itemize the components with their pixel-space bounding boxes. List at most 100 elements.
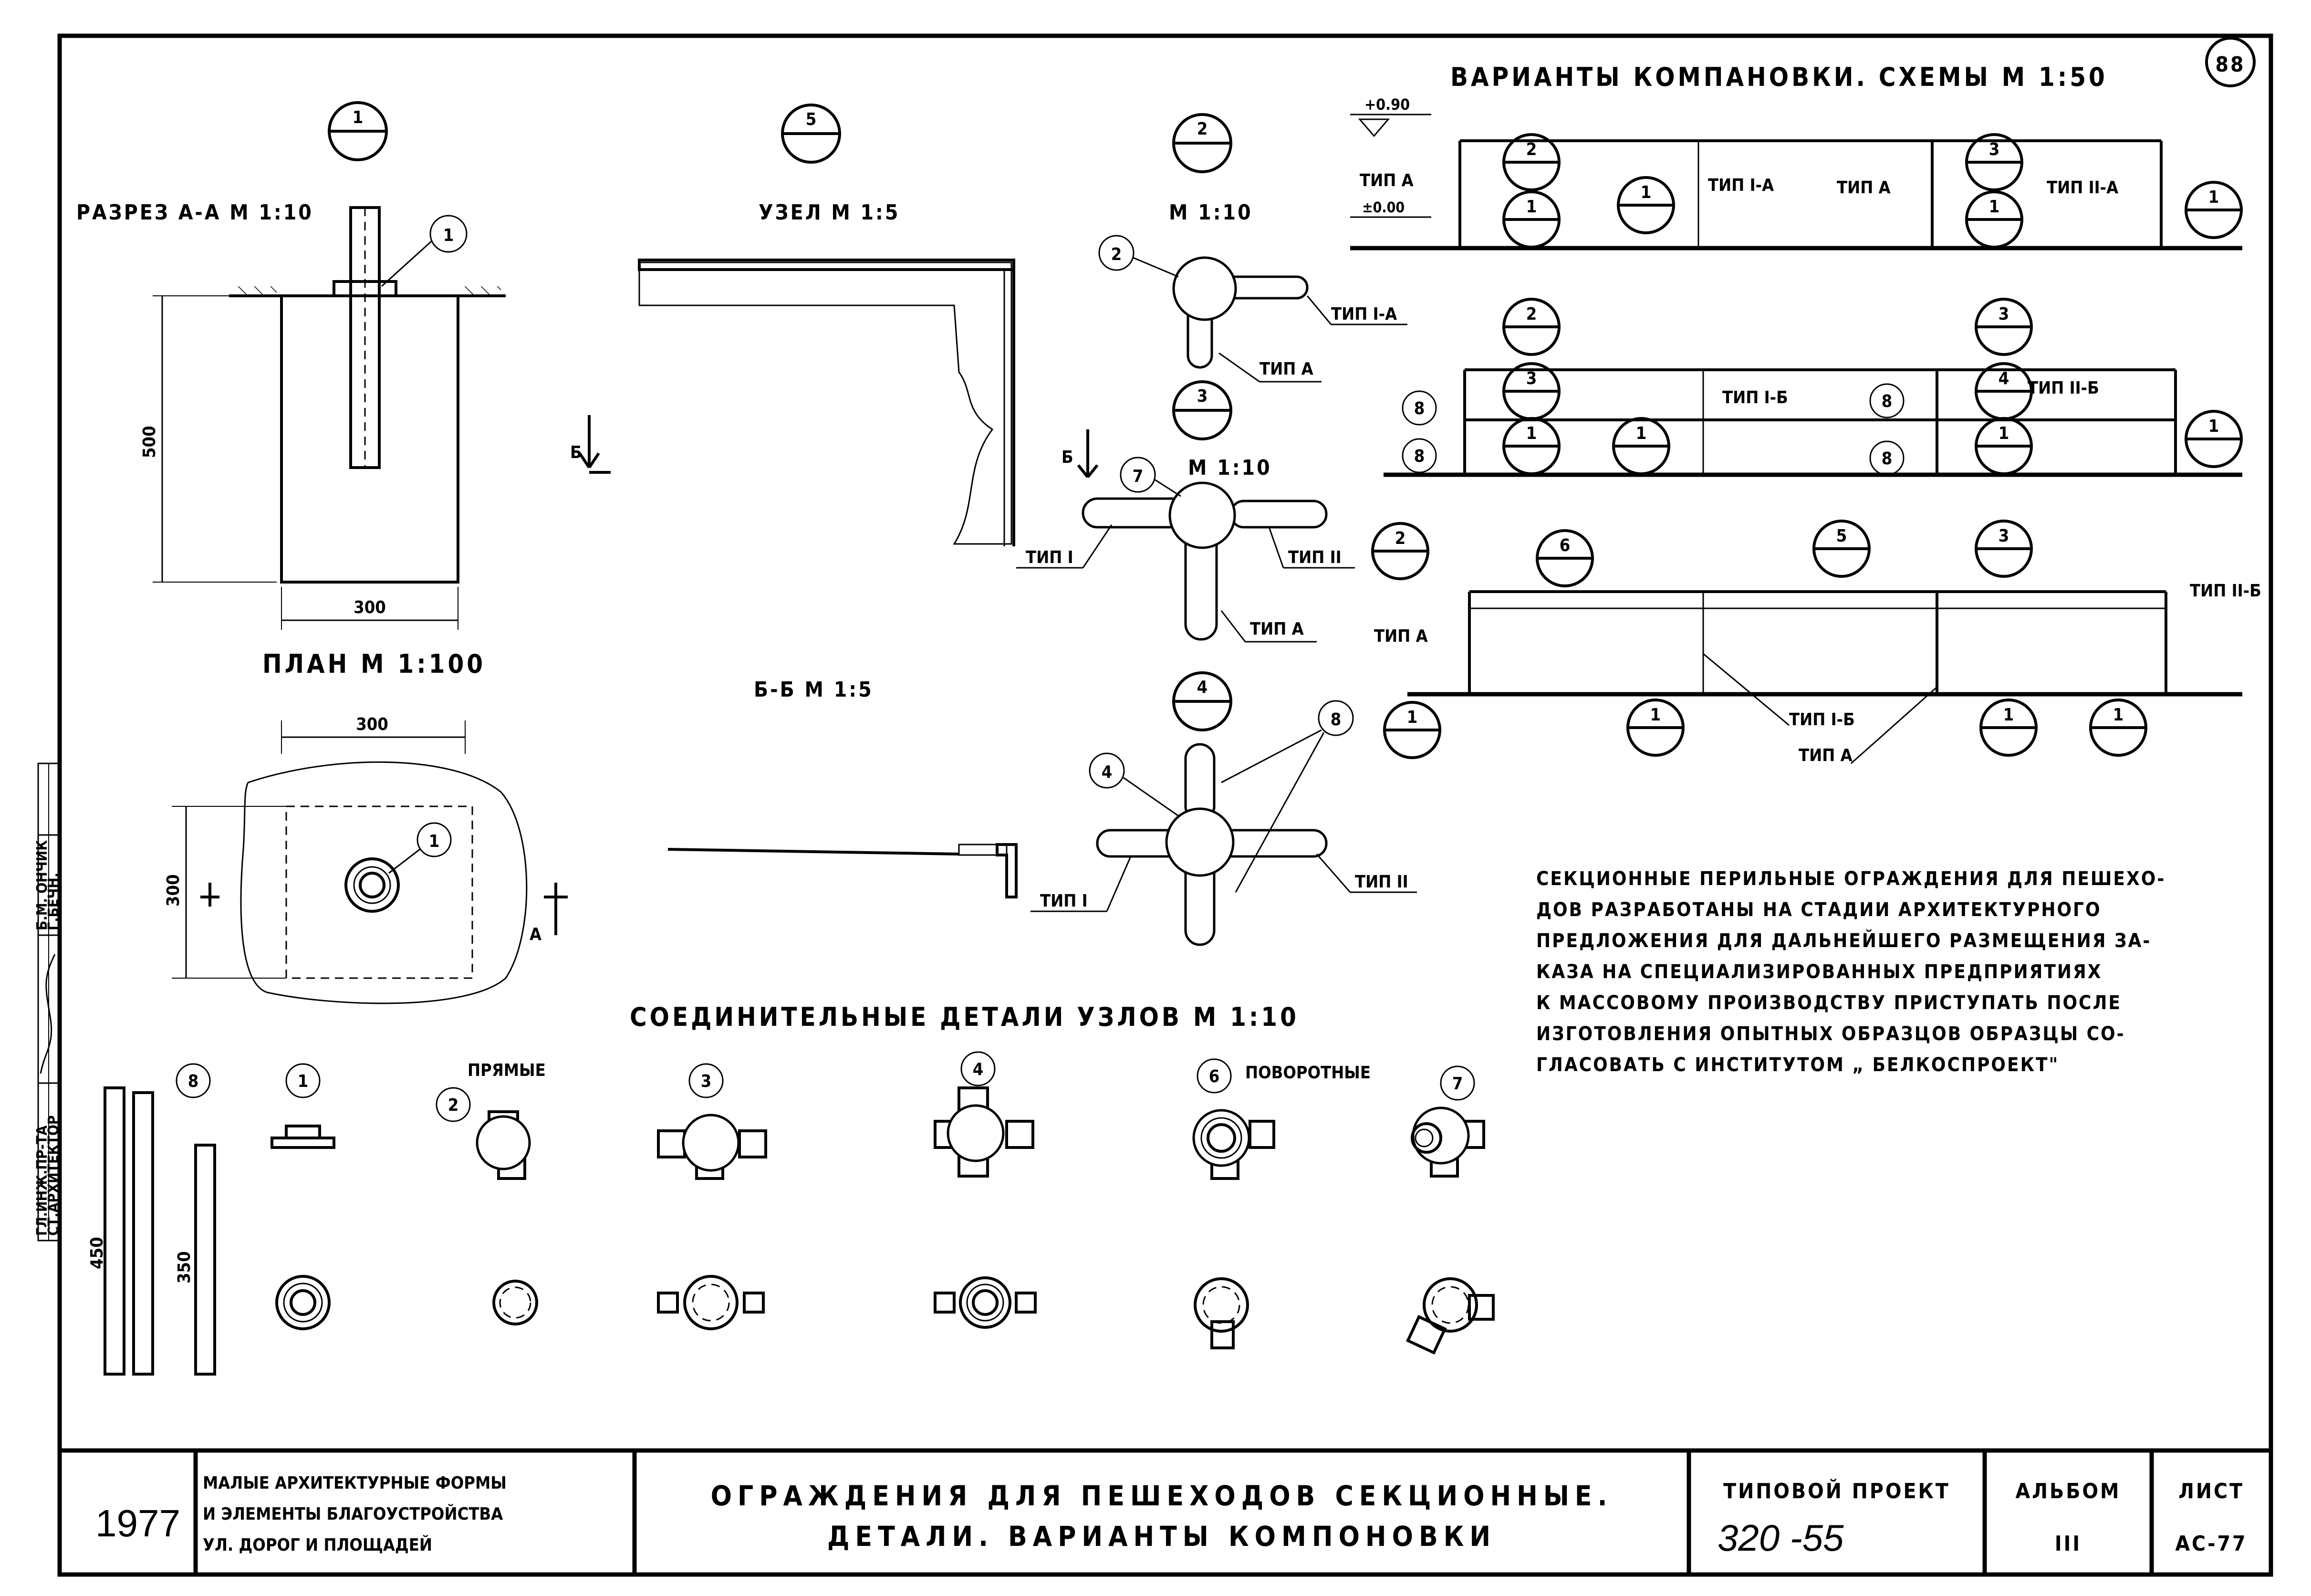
note-line-6: ИЗГОТОВЛЕНИЯ ОПЫТНЫХ ОБРАЗЦОВ ОБРАЗЦЫ СО… [1536,1023,2125,1045]
row2-callout-11: 1 [1999,424,2009,443]
plan-callout: 1 [429,832,440,851]
section-b-b-title: Б-Б М 1:5 [754,678,874,702]
sheet-number: 88 [2215,52,2245,77]
series-line-2: И ЭЛЕМЕНТЫ БЛАГОУСТРОЙСТВА [203,1504,503,1524]
album-label: АЛЬБОМ [2016,1479,2121,1503]
row2-callout-12: 1 [2208,417,2219,436]
row2-callout-9: 8 [1882,392,1893,411]
signature-mark [40,954,56,1074]
level-zero: ±0.00 [1362,199,1405,216]
row3-label-3: ТИП А [1799,746,1853,765]
plan-dim-width: 300 [356,715,388,734]
row2-callout-7: 3 [1999,304,2009,324]
project-label: ТИПОВОЙ ПРОЕКТ [1723,1478,1950,1503]
row2-label-2: ТИП II-Б [2028,378,2099,398]
row2-callout-6: 1 [1636,424,1647,443]
dim-short: 350 [175,1251,194,1283]
dim-width: 300 [354,598,386,617]
connector-callout-6: 6 [1209,1067,1220,1086]
row3-callout-6: 1 [1650,705,1661,725]
scheme-row-3: 2 6 5 3 ТИП II-Б ТИП А ТИП I-Б ТИП А 1 1… [1371,520,2261,765]
node-3-label-left: ТИП I [1026,548,1073,567]
row1-callout-6: 1 [2208,188,2219,207]
schemes: ВАРИАНТЫ КОМПАНОВКИ. СХЕМЫ М 1:50 +0.90 … [1350,62,2261,765]
row2-label-1: ТИП I-Б [1722,388,1788,407]
title-block: 1977 МАЛЫЕ АРХИТЕКТУРНЫЕ ФОРМЫ И ЭЛЕМЕНТ… [95,1473,2247,1559]
connector-callout-7: 7 [1452,1074,1463,1094]
drawing-title-2: ДЕТАЛИ. ВАРИАНТЫ КОМПОНОВКИ [827,1520,1496,1553]
row3-label-1: ТИП II-Б [2190,581,2261,601]
note-line-2: ДОВ РАЗРАБОТАНЫ НА СТАДИИ АРХИТЕКТУРНОГО [1536,899,2102,921]
note-block: СЕКЦИОННЫЕ ПЕРИЛЬНЫЕ ОГРАЖДЕНИЯ ДЛЯ ПЕШЕ… [1536,868,2165,1076]
node-2-label-pipe: ТИП I-А [1331,304,1397,324]
row3-callout-4: 3 [1999,526,2009,546]
row1-callout-1: 2 [1526,140,1537,159]
row2-callout-3: 8 [1414,399,1425,418]
section-a-a-title: РАЗРЕЗ А-А М 1:10 [76,200,313,225]
series-line-3: УЛ. ДОРОГ И ПЛОЩАДЕЙ [203,1535,432,1555]
plan-dim-height: 300 [164,874,183,907]
row1-label-2: ТИП А [1837,178,1891,198]
connectors-turning-label: ПОВОРОТНЫЕ [1245,1063,1371,1083]
row1-label-3: ТИП II-А [2047,178,2118,198]
node-4-leader: 4 [1102,762,1113,782]
callout-1-top: 1 [353,108,364,127]
row3-callout-2: 6 [1560,536,1571,555]
node-4-label-left: ТИП I [1040,891,1088,911]
row3-post-label: ТИП А [1374,626,1428,646]
stamp-role-1: ГЛ.ИНЖ.ПР-ТА [34,1126,51,1236]
connector-callout-4: 4 [973,1060,984,1079]
side-stamp: ГЛ.ИНЖ.ПР-ТА СТ.АРХИТЕКТОР Б.М. ОНЧИК Г.… [34,762,62,1241]
row3-callout-1: 2 [1395,529,1406,548]
node-4-label-right: ТИП II [1355,872,1408,892]
row1-label-1: ТИП I-А [1708,176,1774,195]
note-line-1: СЕКЦИОННЫЕ ПЕРИЛЬНЫЕ ОГРАЖДЕНИЯ ДЛЯ ПЕШЕ… [1536,868,2165,890]
row1-callout-4: 3 [1989,140,2000,159]
series-line-1: МАЛЫЕ АРХИТЕКТУРНЫЕ ФОРМЫ [203,1473,507,1493]
connector-callout-2: 2 [448,1095,459,1115]
sheet-label: ЛИСТ [2178,1479,2244,1503]
note-line-3: ПРЕДЛОЖЕНИЯ ДЛЯ ДАЛЬНЕЙШЕГО РАЗМЕЩЕНИЯ З… [1536,929,2151,952]
row1-post-label: ТИП А [1360,171,1414,190]
stamp-name-2: Г.БЕЧН. [45,873,62,930]
project-number: 320 -55 [1718,1517,1844,1559]
dim-long: 450 [87,1237,107,1269]
connectors-straight-label: ПРЯМЫЕ [468,1061,546,1080]
connector-callout-1: 1 [298,1072,309,1091]
plan-section-mark: А [530,925,541,944]
connector-details: СОЕДИНИТЕЛЬНЫЕ ДЕТАЛИ УЗЛОВ М 1:10 ПРЯМЫ… [87,1002,1495,1376]
row1-callout-3: 1 [1641,183,1652,202]
row1-callout-2: 1 [1526,197,1537,217]
scheme-row-1: +0.90 ТИП А ±0.00 ТИП I-А ТИП А ТИП II-А… [1350,95,2243,250]
callout-5: 5 [806,110,817,129]
row2-callout-2: 3 [1526,369,1537,388]
node-2: 2 М 1:10 2 ТИП I-А ТИП А [1098,113,1407,383]
row2-callout-5: 1 [1526,424,1537,443]
plan-view: ПЛАН М 1:100 300 1 300 А [164,649,568,1004]
cut-mark-b-right: Б [1062,448,1073,467]
row3-callout-3: 5 [1836,526,1847,546]
section-a-a: 1 РАЗРЕЗ А-А М 1:10 1 500 300 [76,101,506,630]
callout-3: 3 [1197,386,1208,406]
connector-callout-8: 8 [188,1072,199,1091]
node-3-label-right: ТИП II [1288,548,1342,567]
cut-mark-b-left: Б [570,443,582,462]
node-2-title: М 1:10 [1169,200,1253,225]
row3-callout-7: 1 [2003,705,2014,725]
row3-callout-8: 1 [2113,705,2124,725]
note-line-7: ГЛАСОВАТЬ С ИНСТИТУТОМ „ БЕЛКОСПРОЕКТ" [1536,1054,2059,1076]
row3-label-2: ТИП I-Б [1789,710,1855,730]
plan-title: ПЛАН М 1:100 [262,649,486,679]
node-5-title: УЗЕЛ М 1:5 [759,200,900,225]
row2-callout-8: 4 [1999,369,2009,388]
node-2-leader: 2 [1111,245,1122,264]
node-4: 4 4 8 ТИП I ТИП II [1031,671,1417,946]
row2-callout-1: 2 [1526,304,1537,324]
connector-callout-3: 3 [701,1072,712,1091]
row3-callout-5: 1 [1407,708,1418,727]
year: 1977 [95,1502,180,1544]
node-5: 5 УЗЕЛ М 1:5 Б [570,104,1015,546]
row2-callout-10: 8 [1882,449,1893,469]
sheet-code: АС-77 [2175,1532,2247,1556]
